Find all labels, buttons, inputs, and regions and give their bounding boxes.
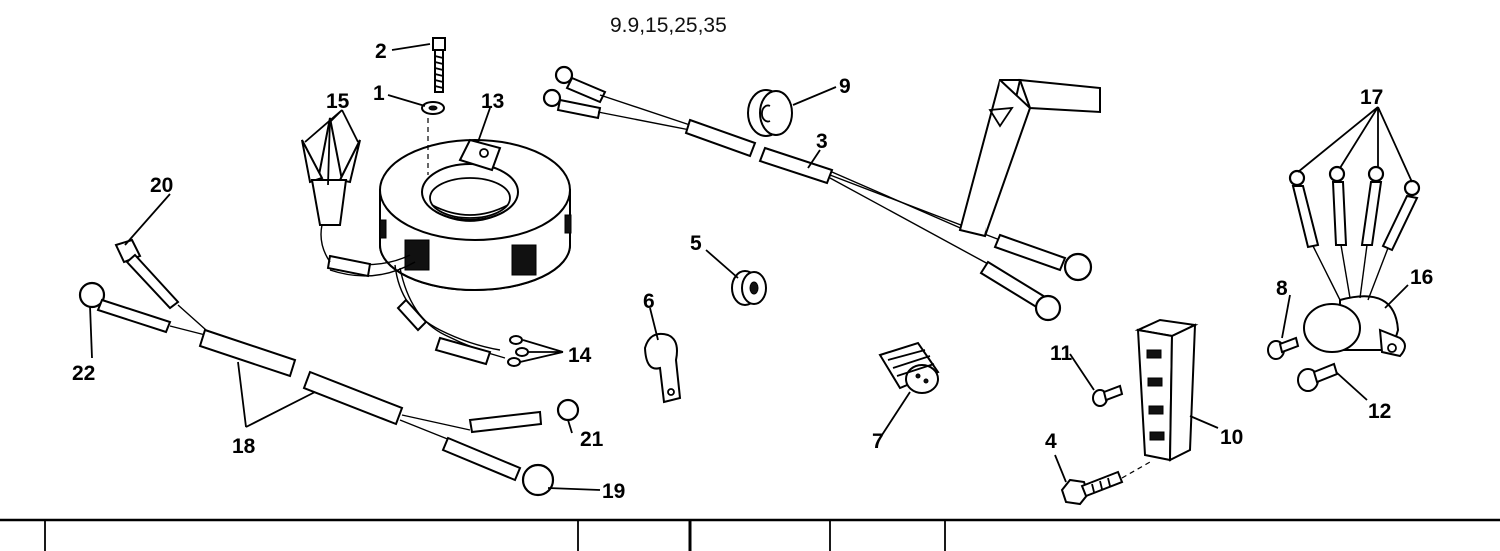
callout-6: 6	[643, 290, 655, 313]
callout-19: 19	[602, 480, 625, 503]
stator-assembly	[320, 118, 572, 366]
leads-17	[1288, 165, 1421, 301]
screw-12	[1297, 362, 1339, 392]
callout-4: 4	[1045, 430, 1057, 453]
callout-3: 3	[816, 130, 828, 153]
diagram-title: 9.9,15,25,35	[610, 14, 727, 37]
grommet-5	[731, 270, 767, 306]
callout-15: 15	[326, 90, 350, 113]
callout-12: 12	[1368, 400, 1391, 423]
screw-11	[1092, 384, 1124, 407]
connector-7	[878, 341, 940, 394]
callout-7: 7	[872, 430, 884, 453]
solenoid-16	[1303, 295, 1406, 358]
callout-8: 8	[1276, 277, 1288, 300]
callout-2: 2	[375, 40, 387, 63]
callout-17: 17	[1360, 86, 1383, 109]
callout-5: 5	[690, 232, 702, 255]
bolt-4	[1060, 461, 1151, 506]
callout-14: 14	[568, 344, 592, 367]
callout-20: 20	[150, 174, 173, 197]
mounting-bracket	[958, 78, 1101, 238]
screw-8	[1267, 336, 1300, 360]
table-border	[0, 518, 1500, 551]
clamp-6	[643, 332, 682, 404]
callout-1: 1	[373, 82, 385, 105]
washer-1	[421, 101, 445, 115]
callout-9: 9	[839, 75, 851, 98]
leader-lines	[89, 43, 1413, 491]
screw-2	[432, 37, 446, 93]
callout-22: 22	[72, 362, 95, 385]
terminal-spikes-15	[301, 117, 361, 226]
callout-13: 13	[481, 90, 504, 113]
callout-10: 10	[1220, 426, 1243, 449]
grommet-9	[747, 89, 793, 137]
callout-18: 18	[232, 435, 256, 458]
wire-harness-3	[542, 65, 1093, 322]
callout-11: 11	[1050, 342, 1073, 365]
battery-cable-18	[78, 238, 580, 497]
callout-16: 16	[1410, 266, 1433, 289]
callout-21: 21	[580, 428, 604, 451]
terminal-block-10	[1134, 318, 1199, 462]
callout-labels: 2 1 13 15 9 3 5 6 7 11 4 10 8 17 16 12 1…	[72, 40, 1433, 503]
